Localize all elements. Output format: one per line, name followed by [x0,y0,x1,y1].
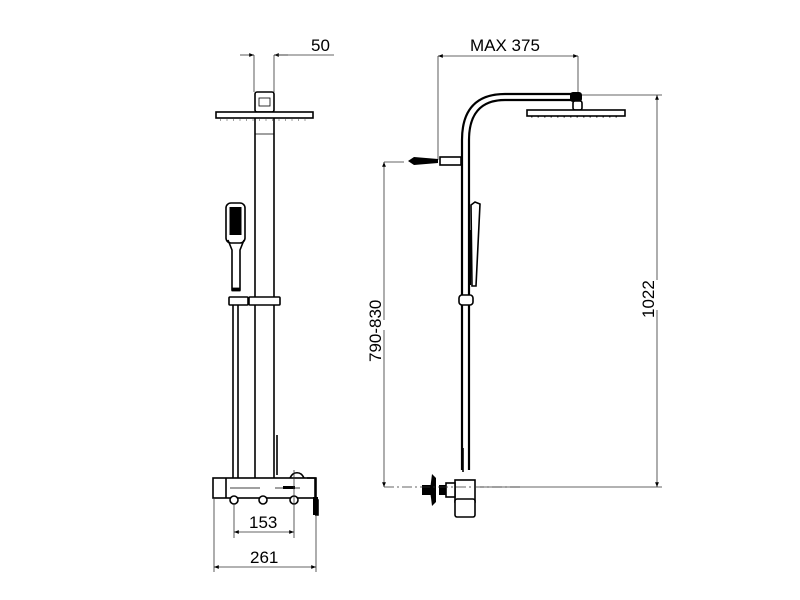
shower-arm-outer [460,92,578,470]
dimension-inlet-spacing: 153 [233,470,295,538]
front-view: 50 [212,36,334,572]
dimension-label-261: 261 [250,548,278,567]
mixer-side [422,474,476,518]
shower-arm-inner [467,98,578,470]
hand-shower-side [468,201,481,287]
dimension-arm-reach: MAX 375 [437,36,579,160]
bracket-body [439,156,462,166]
rain-shower-head [215,111,314,119]
wall-flange [430,474,436,506]
connector-nut [258,97,271,107]
head-ball-joint [572,100,583,111]
head-connector [254,91,275,113]
hand-shower [225,202,246,292]
slider-clamp [248,296,281,306]
dimension-total-height: 1022 [639,95,659,487]
eccentric-connector [445,482,456,498]
wall-bracket [408,156,462,166]
mixer-handle [283,486,295,489]
rain-shower-head-side [526,109,626,117]
slider-holder [228,296,249,306]
dimension-label-153: 153 [249,513,277,532]
dimension-label-max-375: MAX 375 [470,36,540,55]
dimension-overall-width: 261 [213,498,317,572]
arm-end-cap [570,92,582,102]
mixer-lever-side [454,498,476,518]
dimension-label-790-830: 790-830 [366,300,385,362]
dimension-label-50: 50 [311,36,330,55]
dimension-slide-height: 790-830 [366,161,404,487]
dimension-head-connector: 50 [240,36,334,92]
slider-holder-side [458,294,474,306]
wall-anchor [408,157,438,165]
side-view: MAX 375 [366,36,662,518]
inlet-left [229,495,239,505]
hand-shower-spray-face [229,207,242,235]
dimension-label-1022: 1022 [639,280,658,318]
inlet-pipe [422,485,431,495]
connector-nut-side [439,485,446,495]
thermostatic-mixer [212,471,319,516]
outlet-bottom [258,495,268,505]
